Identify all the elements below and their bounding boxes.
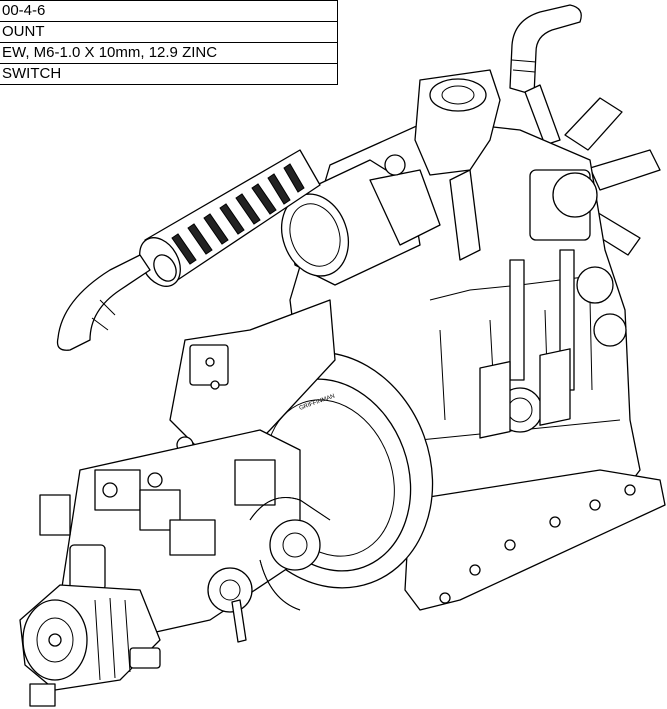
mounting-bracket xyxy=(169,299,336,461)
muffler xyxy=(139,149,321,287)
engine-base-plate xyxy=(404,348,666,611)
parts-list-cell: EW, M6-1.0 X 10mm, 12.9 ZINC xyxy=(0,42,338,64)
air-cleaner xyxy=(281,154,441,286)
parts-list-cell: SWITCH xyxy=(0,63,338,85)
hydraulic-motor xyxy=(19,584,161,707)
exhaust-pipe xyxy=(509,4,582,96)
tailpipe xyxy=(56,254,151,351)
parts-list-table: 00-4-6 OUNT EW, M6-1.0 X 10mm, 12.9 ZINC… xyxy=(0,0,338,85)
hydraulic-hoses xyxy=(249,497,331,611)
intake-elbow xyxy=(414,69,501,261)
parts-list-row: SWITCH xyxy=(0,63,338,85)
hydraulic-valve-block xyxy=(39,429,321,643)
parts-list-row: EW, M6-1.0 X 10mm, 12.9 ZINC xyxy=(0,42,338,64)
